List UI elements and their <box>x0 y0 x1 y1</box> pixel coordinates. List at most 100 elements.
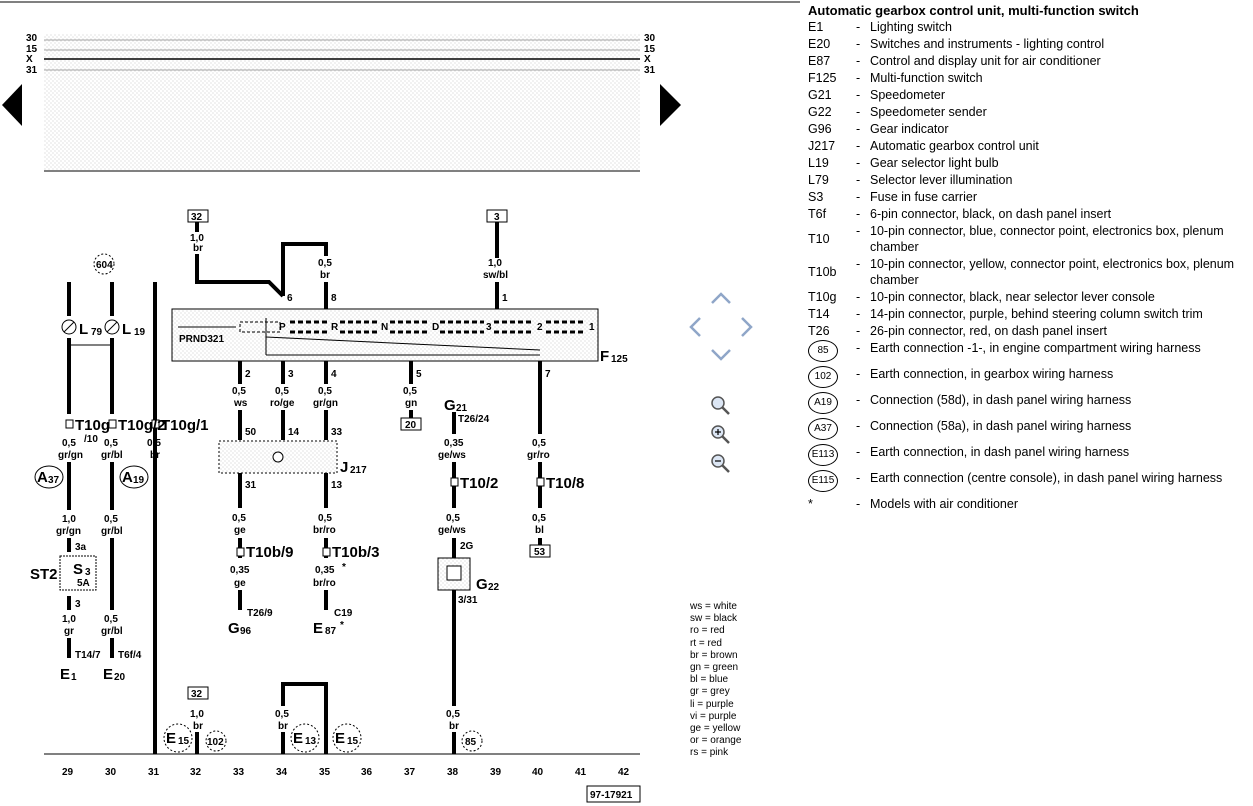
color-key-entry: gr = grey <box>690 686 730 698</box>
track-33: 33 <box>233 767 245 778</box>
legend-description: Connection (58d), in dash panel wiring h… <box>870 393 1132 407</box>
pan-controls[interactable] <box>689 292 753 361</box>
wire-color-label: ws <box>233 398 248 409</box>
zoom-in-icon[interactable] <box>711 425 730 444</box>
track-36: 36 <box>361 767 373 778</box>
color-key-entry: ws = white <box>690 601 737 612</box>
wire-color-label: br <box>193 721 203 732</box>
legend-description: 10-pin connector, blue, connector point,… <box>870 224 1224 254</box>
e113-label: E <box>293 730 303 747</box>
wire-size-label: 0,5 <box>318 513 332 524</box>
legend-code: J217 <box>808 138 856 154</box>
earth-102-label: 102 <box>207 737 224 748</box>
wire-color-label: br <box>320 270 330 281</box>
legend-code-text: T10 <box>808 232 830 246</box>
legend-row: G96-Gear indicator <box>808 121 1248 137</box>
zoom-out-icon[interactable] <box>711 454 730 473</box>
legend-description: Connection (58a), in dash panel wiring h… <box>870 419 1132 433</box>
legend-row: E113-Earth connection, in dash panel wir… <box>808 444 1248 466</box>
t10b3-label: T10b/3 <box>332 544 380 561</box>
legend-description: Multi-function switch <box>870 71 983 85</box>
legend-row: S3-Fuse in fuse carrier <box>808 189 1248 205</box>
rail-label-30-right: 30 <box>644 33 656 44</box>
wire-size-label: 1,0 <box>190 233 204 244</box>
legend-code: T10b <box>808 256 856 288</box>
legend-code-text: G96 <box>808 122 832 136</box>
legend-row: E87-Control and display unit for air con… <box>808 53 1248 69</box>
legend-code-text: E1 <box>808 20 824 34</box>
wire-size-label: 0,35 <box>444 438 464 449</box>
legend-dash: - <box>856 88 861 102</box>
earth-e113-icon <box>290 723 320 753</box>
legend-row: 102-Earth connection, in gearbox wiring … <box>808 366 1248 388</box>
footnote-star: * <box>342 562 346 573</box>
legend-description: 26-pin connector, red, on dash panel ins… <box>870 324 1107 338</box>
s3-amp-label: 5A <box>77 578 90 589</box>
pan-up-icon[interactable] <box>711 292 731 304</box>
prev-page-arrow-icon[interactable] <box>2 84 22 126</box>
legend-row: T6f-6-pin connector, black, on dash pane… <box>808 206 1248 222</box>
e20-sub-label: 20 <box>114 672 126 683</box>
earth-badge-icon: 85 <box>808 340 838 362</box>
color-key-entry: ge = yellow <box>690 723 741 735</box>
legend-description: Control and display unit for air conditi… <box>870 54 1101 68</box>
a19-label: A <box>122 469 133 486</box>
legend-dash: - <box>856 156 861 170</box>
wire-color-label: gr/ro <box>527 450 550 461</box>
pan-left-icon[interactable] <box>689 317 701 337</box>
track-38: 38 <box>447 767 459 778</box>
legend-row: L19-Gear selector light bulb <box>808 155 1248 171</box>
t10b9-label: T10b/9 <box>246 544 294 561</box>
control-unit-j217[interactable]: J 217 <box>218 440 367 476</box>
pan-right-icon[interactable] <box>741 317 753 337</box>
pin-label: 3/31 <box>458 595 478 606</box>
wire-color-label: br <box>449 721 459 732</box>
legend-row: E115-Earth connection (centre console), … <box>808 470 1248 492</box>
wire-color-label: br/ro <box>313 525 336 536</box>
wire-color-label: ge/ws <box>438 525 466 536</box>
wire-size-label: 0,5 <box>104 614 118 625</box>
wire-size-label: 0,5 <box>147 438 161 449</box>
legend-dash: - <box>856 190 861 204</box>
earth-604-label: 604 <box>96 260 113 271</box>
legend-code: A19 <box>808 392 856 414</box>
legend-code: G21 <box>808 87 856 103</box>
legend-code: A37 <box>808 418 856 440</box>
legend-dash: - <box>856 393 861 407</box>
color-key-entry: ro = red <box>690 625 725 637</box>
l19-sub-label: 19 <box>134 327 146 338</box>
fuse-s3: S 3 5A <box>59 555 97 591</box>
pan-down-icon[interactable] <box>711 349 731 361</box>
legend-description: Gear selector light bulb <box>870 156 999 170</box>
speedometer-sender-g22[interactable] <box>437 557 471 591</box>
legend-code-text: G22 <box>808 105 832 119</box>
legend-dash: - <box>856 105 861 119</box>
f125-label: F <box>600 348 609 365</box>
next-page-arrow-icon[interactable] <box>660 84 681 126</box>
legend-code-text: T26 <box>808 324 830 338</box>
legend-row: J217-Automatic gearbox control unit <box>808 138 1248 154</box>
connection-a19-icon <box>119 465 149 489</box>
track-31: 31 <box>148 767 160 778</box>
wire-size-label: 1,0 <box>62 514 76 525</box>
ref-box-3-top: 3 <box>494 212 500 223</box>
multi-function-switch-f125[interactable]: PRND321 P R N D 3 2 1 F 125 <box>171 308 628 365</box>
legend-row: T26-26-pin connector, red, on dash panel… <box>808 323 1248 339</box>
legend-code: T26 <box>808 323 856 339</box>
zoom-fit-icon[interactable] <box>711 396 730 415</box>
legend-code: L79 <box>808 172 856 188</box>
pin-label: 3 <box>75 599 81 610</box>
t26-9-label: T26/9 <box>247 608 273 619</box>
legend-description: Speedometer <box>870 88 946 102</box>
legend-description: Fuse in fuse carrier <box>870 190 977 204</box>
legend-description: Earth connection, in gearbox wiring harn… <box>870 367 1114 381</box>
rail-label-x-right: X <box>644 54 651 65</box>
gear-label-2: 2 <box>537 322 543 333</box>
legend-code-text: T14 <box>808 307 830 321</box>
legend-row: T14-14-pin connector, purple, behind ste… <box>808 306 1248 322</box>
e20-label: E <box>103 666 113 683</box>
f125-sub-label: 125 <box>611 354 628 365</box>
a19-sub-label: 19 <box>133 475 145 486</box>
legend-description: Selector lever illumination <box>870 173 1013 187</box>
